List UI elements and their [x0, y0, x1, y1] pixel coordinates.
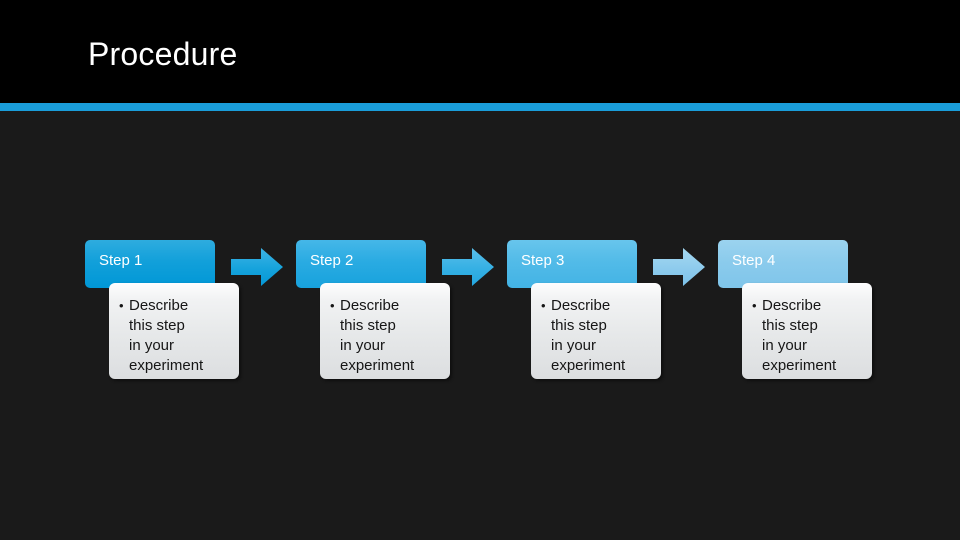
step-1-body[interactable]: • Describe this step in your experiment [109, 283, 239, 379]
step-4-bullet-text: Describe this step in your experiment [762, 297, 837, 374]
step-1-label: Step 1 [99, 252, 143, 269]
step-4-header[interactable]: Step 4 [718, 240, 848, 288]
step-1-bullet-row: • Describe this step in your experiment [119, 296, 235, 376]
step-4-bullet-row: • Describe this step in your experiment [752, 296, 868, 376]
bullet-dot-icon: • [752, 298, 757, 313]
step-2-bullet-text: Describe this step in your experiment [340, 297, 415, 374]
step-3-header[interactable]: Step 3 [507, 240, 637, 288]
arrow-right-icon-1 [231, 248, 283, 286]
bullet-dot-icon: • [330, 298, 335, 313]
step-2-body[interactable]: • Describe this step in your experiment [320, 283, 450, 379]
step-3-label: Step 3 [521, 252, 565, 269]
step-4-label: Step 4 [732, 252, 776, 269]
step-3-bullet-text: Describe this step in your experiment [551, 297, 626, 374]
step-1-bullet-text: Describe this step in your experiment [129, 297, 204, 374]
bullet-dot-icon: • [119, 298, 124, 313]
step-3-bullet-row: • Describe this step in your experiment [541, 296, 657, 376]
step-2-header[interactable]: Step 2 [296, 240, 426, 288]
title-band [0, 0, 960, 103]
arrow-right-icon-3 [653, 248, 705, 286]
step-2-label: Step 2 [310, 252, 354, 269]
title-accent-rule [0, 103, 960, 111]
arrow-right-icon-2 [442, 248, 494, 286]
bullet-dot-icon: • [541, 298, 546, 313]
step-2-bullet-row: • Describe this step in your experiment [330, 296, 446, 376]
step-1-header[interactable]: Step 1 [85, 240, 215, 288]
step-4-body[interactable]: • Describe this step in your experiment [742, 283, 872, 379]
step-3-body[interactable]: • Describe this step in your experiment [531, 283, 661, 379]
page-title: Procedure [88, 36, 238, 72]
